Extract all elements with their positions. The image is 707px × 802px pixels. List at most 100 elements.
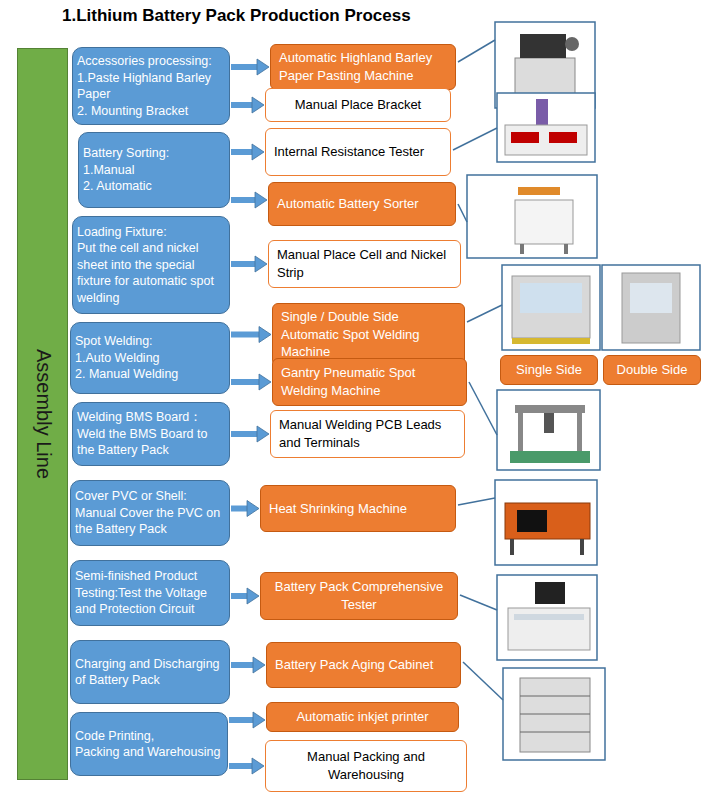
arrow-shaft [231, 593, 248, 599]
aging-cabinet [520, 678, 590, 752]
box-text: Put the cell and nickel sheet into the s… [77, 240, 225, 306]
manual-step-box: Internal Resistance Tester [265, 128, 451, 176]
box-text: 2. Manual Welding [75, 366, 225, 383]
step-arrow [231, 426, 269, 442]
photo-frame [497, 390, 600, 470]
step-box: Loading Fixture:Put the cell and nickel … [72, 216, 230, 314]
machine-box: Battery Pack Aging Cabinet [266, 642, 461, 688]
step-arrow [231, 256, 267, 272]
leader-line [453, 128, 497, 150]
box-text: Packing and Warehousing [75, 744, 223, 761]
arrow-head [247, 588, 259, 604]
box-text-group: Internal Resistance Tester [274, 143, 442, 161]
box-text: Battery Sorting: [83, 145, 225, 162]
arrow-shaft [231, 197, 256, 203]
box-text-group: Battery Sorting:1.Manual2. Automatic [83, 145, 225, 195]
box-text: Gantry Pneumatic Spot Welding Machine [281, 364, 458, 399]
manual-step-box: Manual Place Cell and Nickel Strip [268, 240, 461, 288]
box-text-group: Code Printing,Packing and Warehousing [75, 728, 223, 761]
step-box: Accessories processing:1.Paste Highland … [72, 47, 230, 125]
tester-probe-stand [536, 99, 548, 125]
arrow-head [253, 657, 265, 673]
arrow-shaft [231, 662, 254, 668]
box-text: Heat Shrinking Machine [269, 500, 447, 518]
leader-line [458, 498, 495, 505]
gantry-beam [515, 405, 585, 413]
box-text: Automatic inkjet printer [275, 708, 450, 726]
box-text-group: Welding BMS Board：Weld the BMS Board to … [77, 409, 225, 459]
step-box: Charging and Discharging of Battery Pack [70, 640, 230, 704]
arrow-shaft [229, 717, 254, 723]
machine-box: Automatic Highland Barley Paper Pasting … [270, 44, 456, 90]
arrow-head [252, 758, 264, 774]
step-arrow [231, 192, 267, 208]
box-text: Cover PVC or Shell: [75, 488, 225, 505]
cabinet-shelf [520, 732, 590, 733]
box-text: 1.Manual [83, 162, 225, 179]
arrow-head [257, 426, 269, 442]
box-text: Weld the BMS Board to the Battery Pack [77, 426, 225, 459]
leader-line [458, 40, 495, 62]
arrow-head [252, 144, 264, 160]
box-text: 1.Paste Highland Barley Paper [77, 70, 225, 103]
machine-box: Single Side [500, 355, 598, 385]
sorter-leg [520, 244, 524, 254]
arrow-head [255, 192, 267, 208]
arrow-head [247, 501, 259, 517]
box-text: Manual Welding PCB Leads and Terminals [279, 416, 456, 451]
box-text-group: Spot Welding:1.Auto Welding2. Manual Wel… [75, 333, 225, 383]
box-text: 2. Automatic [83, 178, 225, 195]
box-text-group: Manual Packing and Warehousing [274, 748, 458, 783]
box-text: Single Side [509, 361, 589, 379]
sorter-cabinet [515, 200, 573, 244]
box-text-group: Single Side [509, 361, 589, 379]
box-text-group: Semi-finished Product Testing:Test the V… [75, 568, 225, 618]
box-text-group: Single / Double Side Automatic Spot Weld… [281, 308, 456, 361]
photo-frame [497, 93, 595, 162]
box-text: Automatic Highland Barley Paper Pasting … [279, 49, 447, 84]
arrow-shaft [231, 261, 256, 267]
sorter-leg [564, 244, 568, 254]
box-text-group: Double Side [612, 361, 692, 379]
welder-window [630, 283, 672, 313]
step-arrow [231, 97, 264, 113]
manual-step-box: Manual Packing and Warehousing [265, 740, 467, 792]
photo-frame [602, 265, 700, 350]
shrink-leg [580, 539, 584, 555]
gantry-post [518, 413, 523, 451]
leader-line [458, 204, 467, 222]
sorter-arm [518, 187, 560, 195]
photo-frame [467, 175, 597, 258]
leader-line [460, 595, 497, 610]
arrow-head [252, 97, 264, 113]
machine-head [520, 34, 566, 58]
box-text-group: Battery Pack Comprehensive Tester [269, 578, 449, 613]
box-text: Battery Pack Aging Cabinet [275, 656, 452, 674]
box-text-group: Manual Welding PCB Leads and Terminals [279, 416, 456, 451]
machine-box: Gantry Pneumatic Spot Welding Machine [272, 358, 467, 406]
gantry-table [510, 451, 590, 463]
gantry-head [544, 413, 554, 433]
cabinet-shelf [520, 714, 590, 715]
box-text: Manual Place Bracket [274, 96, 442, 114]
arrow-head [259, 374, 271, 390]
box-text-group: Cover PVC or Shell:Manual Cover the PVC … [75, 488, 225, 538]
box-text-group: Battery Pack Aging Cabinet [275, 656, 452, 674]
box-text-group: Gantry Pneumatic Spot Welding Machine [281, 364, 458, 399]
box-text: Manual Cover the PVC on the Battery Pack [75, 505, 225, 538]
tester-case [505, 125, 587, 155]
photo-frame [503, 668, 605, 760]
box-text: Charging and Discharging of Battery Pack [75, 656, 225, 689]
tester-desk [508, 608, 590, 650]
box-text: Manual Place Cell and Nickel Strip [277, 246, 452, 281]
box-text: Code Printing, [75, 728, 223, 745]
box-text: Manual Packing and Warehousing [274, 748, 458, 783]
arrow-shaft [231, 64, 258, 70]
machine-box: Double Side [603, 355, 701, 385]
step-arrow [231, 588, 259, 604]
photo-frame [497, 575, 597, 660]
box-text: 1.Auto Welding [75, 350, 225, 367]
step-box: Semi-finished Product Testing:Test the V… [70, 560, 230, 626]
machine-box: Automatic inkjet printer [266, 702, 459, 732]
step-arrow [231, 327, 271, 343]
